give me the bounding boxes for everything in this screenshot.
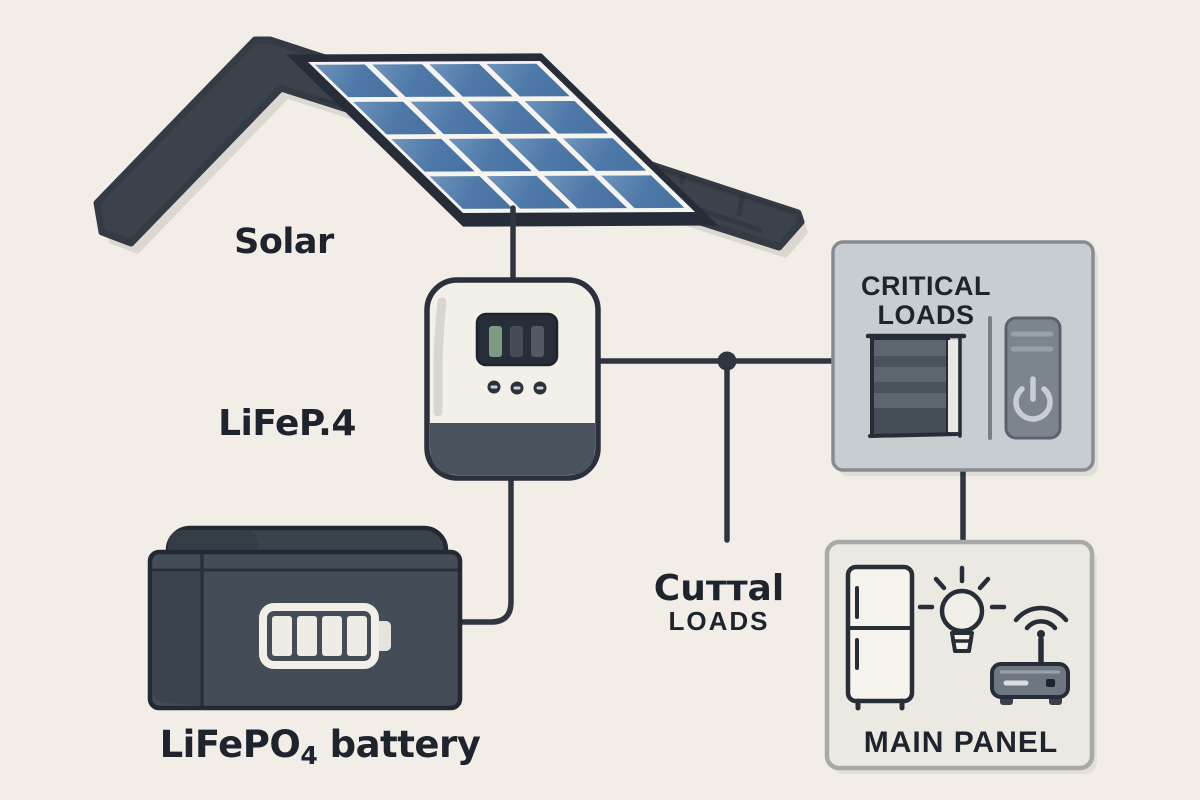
screen-bar-gray2 xyxy=(531,326,544,357)
inverter-label: LiFeP.4 xyxy=(218,403,356,444)
inverter-bottom-band xyxy=(430,423,595,475)
battery-label-suffix: battery xyxy=(317,723,481,766)
screen-bar-green xyxy=(489,326,502,357)
wiring xyxy=(456,205,966,625)
main-panel-box: MAIN PANEL xyxy=(824,539,1097,774)
cural-loads-label-line2: LOADS xyxy=(669,606,770,636)
main-panel-label: MAIN PANEL xyxy=(864,726,1058,759)
solar-panel-cells xyxy=(314,63,685,209)
power-switch-icon xyxy=(1004,316,1062,440)
breaker-stack-icon xyxy=(865,333,967,438)
fridge-icon xyxy=(845,564,915,711)
junction-dot xyxy=(717,351,737,371)
solar-panel-icon xyxy=(286,53,719,227)
battery-level-icon xyxy=(259,603,391,669)
cural-loads-label-line1: Cuттal xyxy=(654,568,784,609)
battery-label: LiFePO4 battery xyxy=(160,723,481,770)
screen-bar-gray1 xyxy=(510,326,523,357)
inverter-highlight xyxy=(433,297,447,417)
battery-icon xyxy=(147,525,463,711)
wifi-router-icon xyxy=(990,605,1070,705)
inverter-buttons xyxy=(487,380,547,395)
critical-loads-panel: CRITICAL LOADS xyxy=(831,240,1098,476)
solar-panel-backsheet xyxy=(308,61,695,213)
critical-loads-label-line1: CRITICAL xyxy=(861,271,991,301)
lightbulb-icon xyxy=(917,565,1007,653)
battery-label-prefix: LiFePO xyxy=(160,723,301,766)
inverter-icon xyxy=(424,277,601,481)
wire-inverter-to-battery xyxy=(456,473,514,625)
critical-loads-label-line2: LOADS xyxy=(878,300,975,330)
battery-left-strip xyxy=(152,572,200,705)
battery-label-subscript: 4 xyxy=(300,741,317,770)
solar-label: Solar xyxy=(234,222,335,262)
